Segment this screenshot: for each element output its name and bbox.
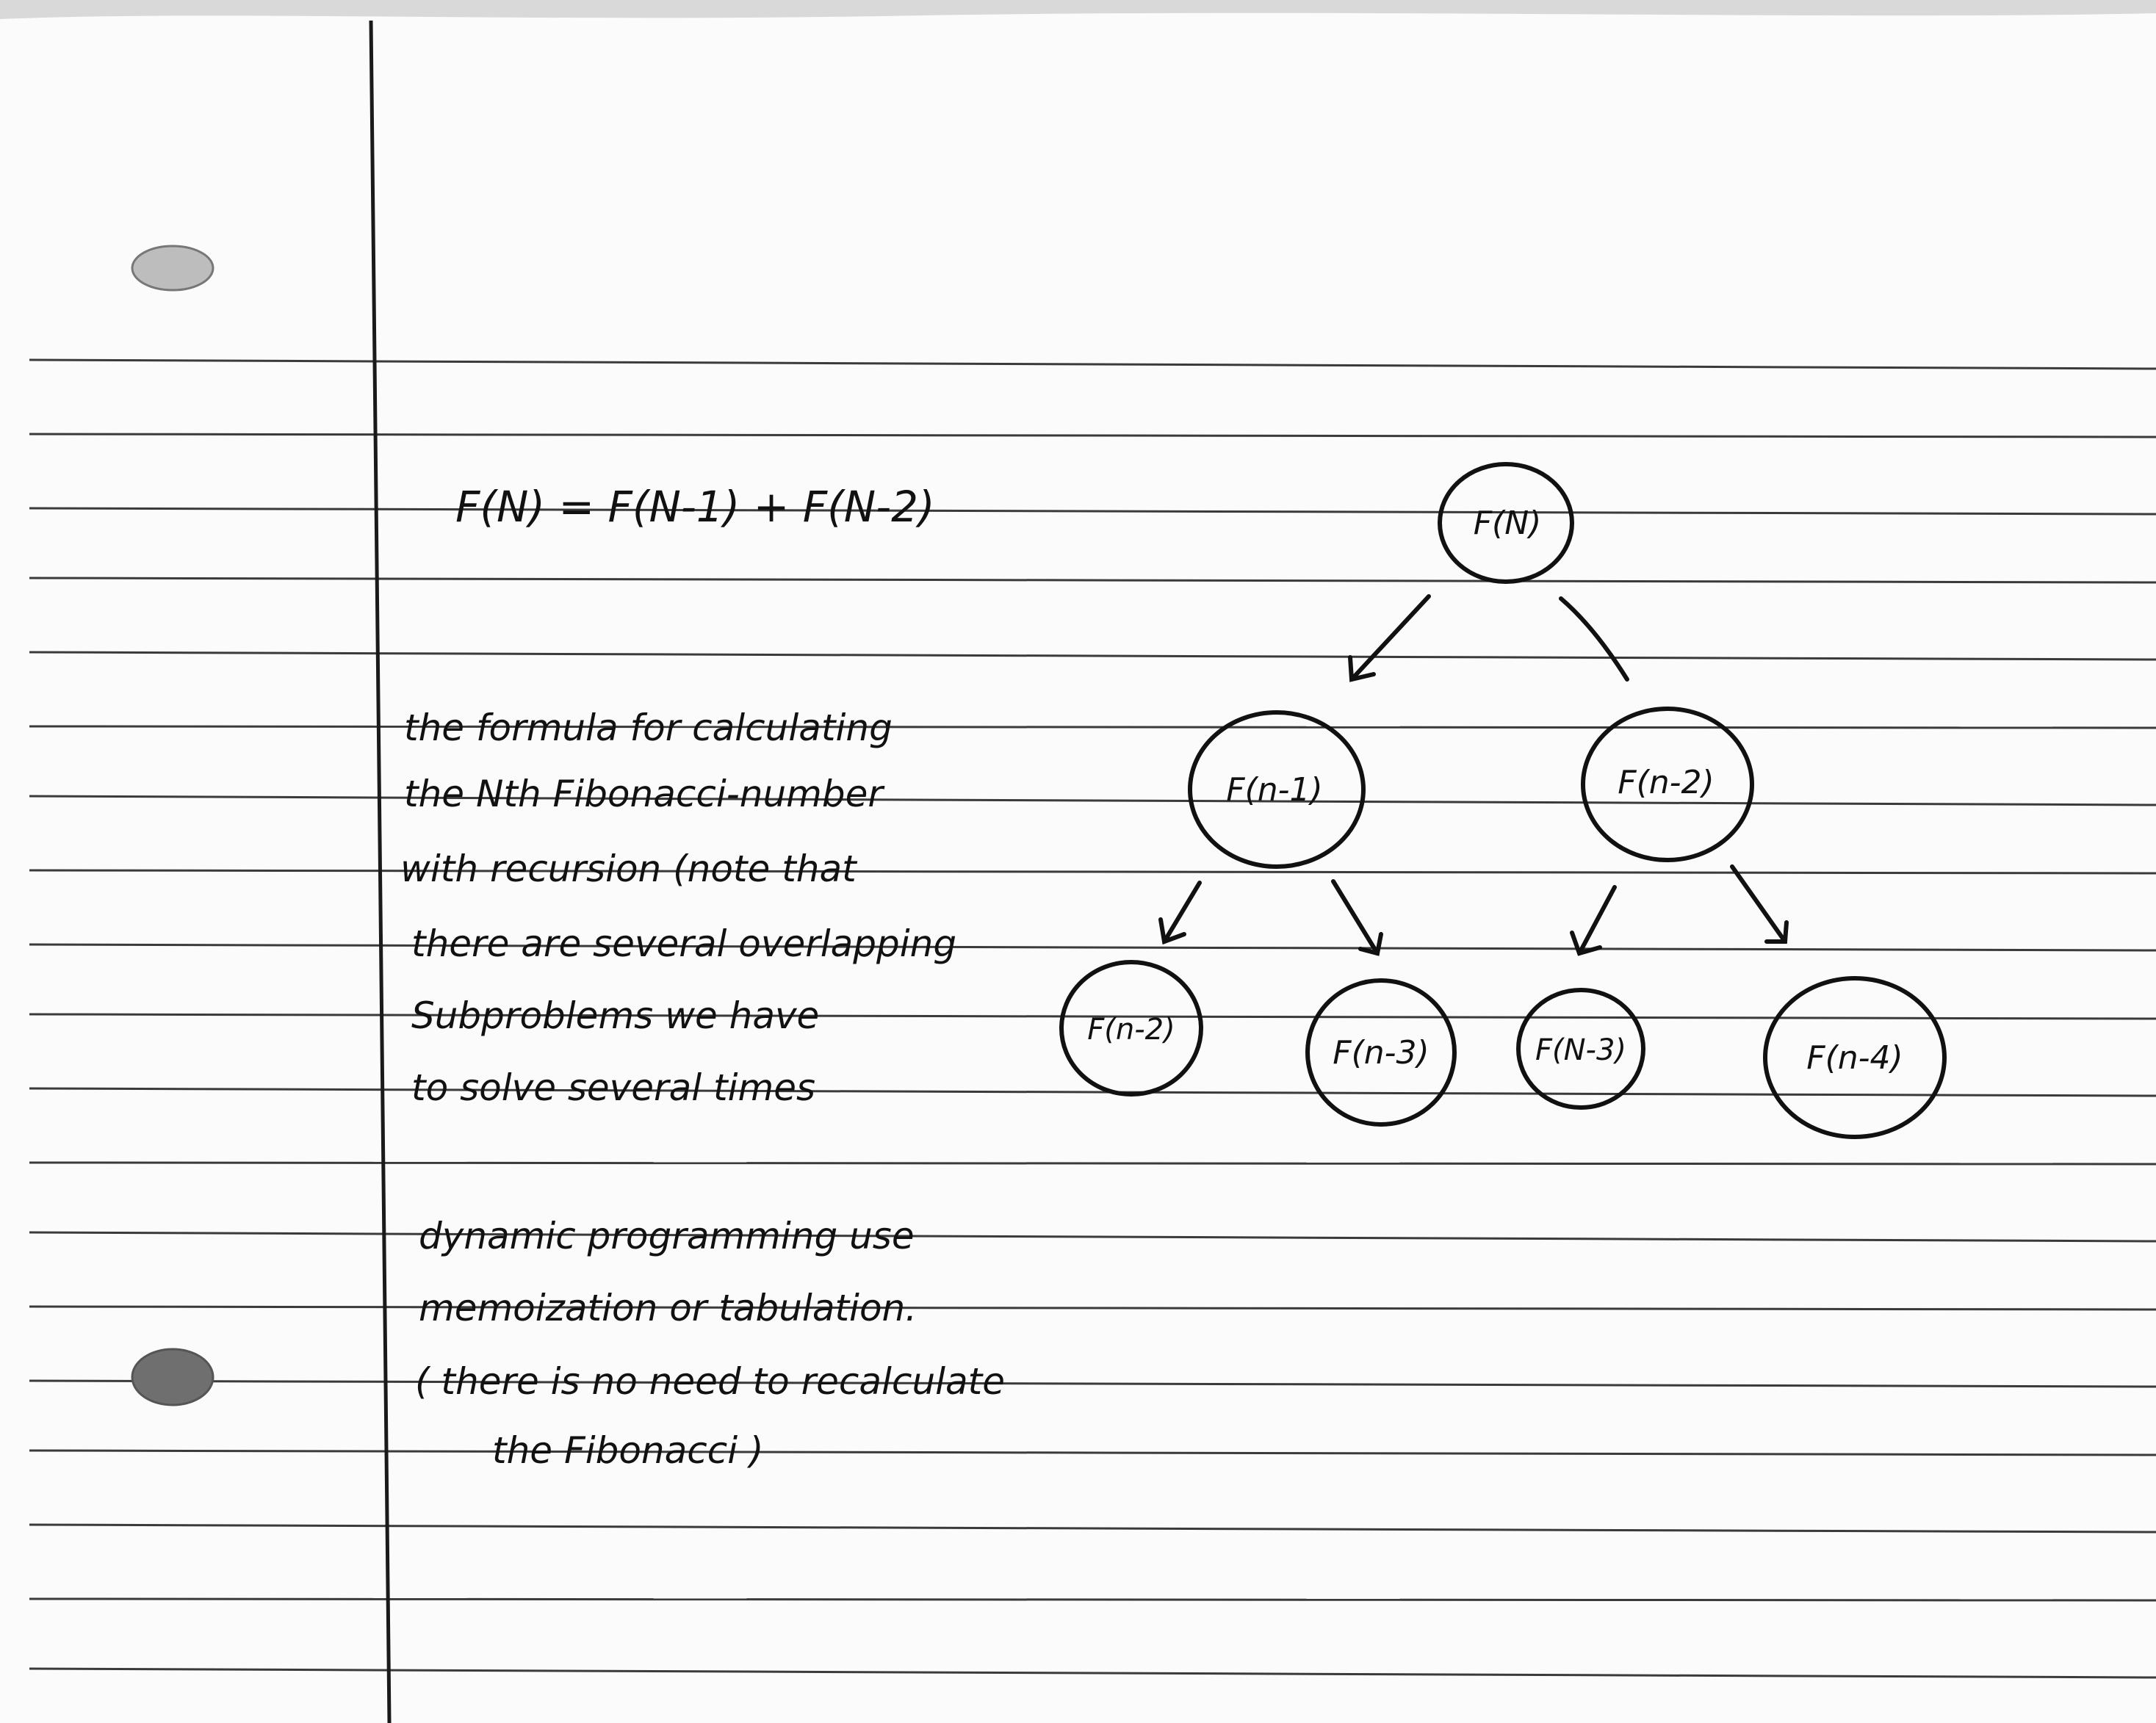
edge-arrow bbox=[1577, 885, 1617, 956]
ruled-line bbox=[29, 1449, 2156, 1456]
node-label: F(N-3) bbox=[1535, 1033, 1626, 1067]
binder-hole-top bbox=[131, 245, 214, 292]
margin-line bbox=[369, 20, 392, 1723]
ruled-line bbox=[29, 358, 2156, 370]
explanation-line: with recursion (note that bbox=[400, 848, 858, 890]
node-label-root: F(N) bbox=[1474, 505, 1542, 542]
node-label: F(n-2) bbox=[1618, 764, 1714, 801]
ruled-line bbox=[29, 651, 2156, 661]
recurrence-formula: F(N) = F(N-1) + F(N-2) bbox=[455, 482, 935, 532]
ruled-line bbox=[29, 577, 2156, 584]
recursion-explanation: the formula for calculating the Nth Fibo… bbox=[400, 707, 956, 1109]
ruled-line bbox=[29, 1013, 2156, 1020]
tree-node bbox=[1305, 978, 1457, 1127]
tree-node bbox=[1059, 960, 1203, 1097]
arrow-head bbox=[1158, 917, 1186, 945]
edge-line bbox=[1559, 596, 1629, 682]
explanation-line: Subproblems we have bbox=[411, 994, 819, 1037]
tree-node bbox=[1188, 710, 1366, 869]
dp-line: the Fibonacci ) bbox=[492, 1429, 764, 1472]
ruled-line bbox=[29, 795, 2156, 806]
tree-node bbox=[1763, 976, 1947, 1139]
torn-top-edge bbox=[0, 0, 2156, 19]
node-label: F(n-4) bbox=[1806, 1039, 1903, 1077]
arrow-head bbox=[1358, 932, 1383, 956]
ruled-line bbox=[29, 433, 2156, 438]
arrow-head bbox=[1764, 920, 1789, 944]
explanation-line: the Nth Fibonacci-number bbox=[404, 773, 885, 815]
dp-line: memoization or tabulation. bbox=[419, 1287, 917, 1329]
ruled-line bbox=[29, 869, 2156, 875]
ruled-line bbox=[29, 1667, 2156, 1679]
explanation-line: there are several overlapping bbox=[411, 922, 956, 965]
dp-line: ( there is no need to recalculate bbox=[415, 1360, 1005, 1403]
ruled-line bbox=[29, 1523, 2156, 1534]
ruled-line bbox=[29, 943, 2156, 952]
ruled-line bbox=[29, 507, 2156, 516]
edge-arrow bbox=[1331, 879, 1380, 956]
tree-node-root bbox=[1438, 462, 1574, 584]
explanation-line: to solve several times bbox=[411, 1066, 815, 1109]
node-label: F(n-3) bbox=[1333, 1034, 1429, 1072]
tree-node bbox=[1581, 707, 1754, 862]
edge-arrow bbox=[1162, 881, 1202, 944]
arrow-head bbox=[1348, 655, 1376, 682]
dynamic-programming-note: dynamic programming use memoization or t… bbox=[415, 1215, 1005, 1472]
tree-labels: F(N) F(n-1) F(n-2) F(n-2) F(n-3) F(N-3) … bbox=[1087, 505, 1903, 1077]
dp-line: dynamic programming use bbox=[419, 1215, 915, 1257]
binder-hole-bottom bbox=[131, 1348, 214, 1406]
edge-arrow bbox=[1730, 864, 1787, 944]
ruled-line bbox=[29, 1597, 2156, 1602]
edge-arrow bbox=[1349, 594, 1431, 682]
ruled-line bbox=[29, 1161, 2156, 1166]
node-label: F(n-2) bbox=[1087, 1013, 1175, 1047]
tree-node bbox=[1516, 988, 1645, 1110]
node-label: F(n-1) bbox=[1226, 771, 1322, 809]
ruled-line bbox=[29, 725, 2156, 729]
arrow-head bbox=[1570, 931, 1602, 956]
explanation-line: the formula for calculating bbox=[404, 707, 893, 749]
recursion-tree bbox=[1059, 462, 1947, 1139]
